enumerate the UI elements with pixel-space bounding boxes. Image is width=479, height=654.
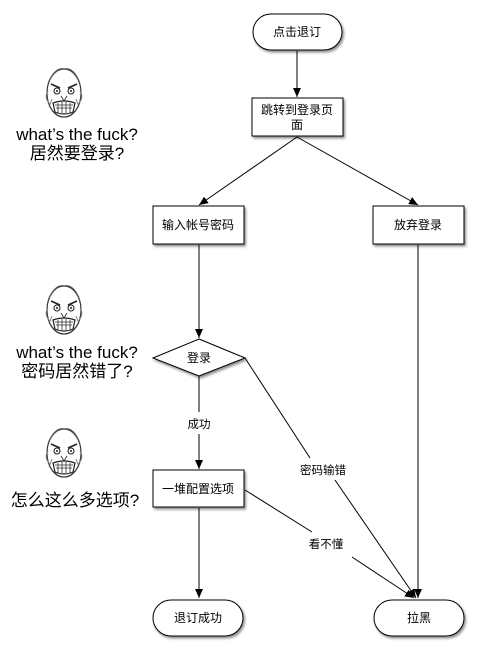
comment-wrong-password: what’s the fuck? 密码居然错了? xyxy=(0,343,162,381)
comment-line: 密码居然错了? xyxy=(21,362,133,381)
comment-login-required: what’s the fuck? 居然要登录? xyxy=(0,125,162,163)
edge-label-wrong-password: 密码输错 xyxy=(300,463,346,477)
rage-face-icon xyxy=(45,67,83,118)
node-login-decision: 登录 xyxy=(151,338,247,377)
comment-line: what’s the fuck? xyxy=(16,125,138,144)
rage-face-icon xyxy=(45,427,83,478)
node-blacklist: 拉黑 xyxy=(373,599,465,637)
node-unsubscribe-success-label: 退订成功 xyxy=(174,611,222,625)
edge-redirect-to-giveup xyxy=(296,136,419,206)
node-enter-credentials: 输入帐号密码 xyxy=(152,205,245,245)
node-give-up-login: 放弃登录 xyxy=(372,205,465,245)
edge-label-dont-understand: 看不懂 xyxy=(309,537,344,551)
edge-redirect-to-credentials xyxy=(198,136,298,206)
node-start-label: 点击退订 xyxy=(273,25,321,39)
node-unsubscribe-success: 退订成功 xyxy=(152,599,244,637)
node-enter-credentials-label: 输入帐号密码 xyxy=(162,217,234,232)
node-redirect-login-line1: 跳转到登录页 xyxy=(261,102,333,117)
node-redirect-login: 跳转到登录页 面 xyxy=(251,97,344,137)
node-give-up-login-label: 放弃登录 xyxy=(394,217,442,232)
comment-line: what’s the fuck? xyxy=(16,343,138,362)
node-redirect-login-line2: 面 xyxy=(291,118,303,132)
comment-line: 怎么这么多选项? xyxy=(10,491,140,510)
edge-options-to-blacklist-b xyxy=(351,556,415,599)
edge-label-success: 成功 xyxy=(188,417,211,431)
edge-login-to-blacklist-a xyxy=(244,357,311,459)
edge-options-to-blacklist-a xyxy=(244,489,313,533)
rage-face-icon xyxy=(45,284,83,335)
node-options-label: 一堆配置选项 xyxy=(162,482,234,496)
node-start: 点击退订 xyxy=(252,13,343,51)
node-blacklist-label: 拉黑 xyxy=(407,610,431,625)
edge-login-to-blacklist-b xyxy=(334,479,417,599)
node-login-decision-label: 登录 xyxy=(187,350,211,365)
node-options: 一堆配置选项 xyxy=(152,469,245,508)
comment-line: 居然要登录? xyxy=(29,144,125,163)
comment-too-many-options: 怎么这么多选项? xyxy=(0,491,160,510)
